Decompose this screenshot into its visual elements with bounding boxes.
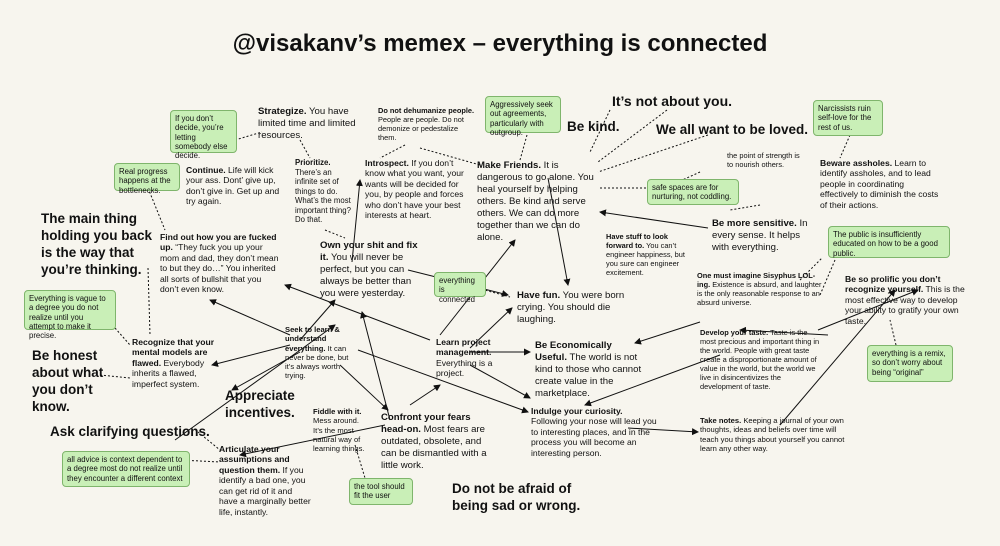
- node-indulge-curiosity: Indulge your curiosity. Following your n…: [531, 406, 657, 458]
- node-seek-to-learn: Seek to learn & understand everything. I…: [285, 325, 349, 381]
- node-dehumanize: Do not dehumanize people. People are peo…: [378, 106, 475, 143]
- node-strategize: Strategize. You have limited time and li…: [258, 106, 356, 141]
- node-recognize-models: Recognize that your mental models are fl…: [132, 337, 215, 389]
- link-arrow: [360, 311, 391, 421]
- note-safe-spaces: safe spaces are for nurturing, not coddl…: [647, 179, 739, 205]
- node-look-forward: Have stuff to look forward to. You can’t…: [606, 232, 685, 278]
- link-dotted: [234, 131, 263, 141]
- node-project-management: Learn project management. Everything is …: [436, 337, 493, 379]
- note-public: The public is insufficiently educated on…: [828, 226, 950, 258]
- statement-not-about-you: It’s not about you.: [612, 93, 733, 109]
- node-be-more-sensitive: Be more sensitive. In every sense. It he…: [712, 218, 808, 253]
- note-narcissists: Narcissists ruin self-love for the rest …: [813, 100, 883, 136]
- link-dotted: [799, 257, 823, 281]
- statement-loved: We all want to be loved.: [656, 122, 809, 137]
- link-arrow: [211, 344, 291, 367]
- link-arrow: [739, 326, 829, 336]
- link-arrow: [409, 384, 441, 406]
- link-arrow: [627, 427, 699, 436]
- link-arrow: [351, 179, 363, 263]
- link-arrow: [357, 349, 529, 414]
- link-dotted: [179, 459, 221, 463]
- link-arrow: [779, 289, 896, 426]
- node-strength: the point of strength is to nourish othe…: [727, 151, 800, 170]
- link-dotted: [889, 319, 897, 346]
- node-make-friends: Make Friends. It is dangerous to go alon…: [477, 160, 594, 243]
- node-find-out-fucked-up: Find out how you are fucked up. “They fu…: [160, 232, 279, 295]
- link-arrow: [599, 209, 709, 229]
- node-be-prolific: Be so prolific you don’t recognize yours…: [845, 274, 965, 326]
- link-arrow: [584, 354, 721, 407]
- link-arrow: [547, 177, 571, 286]
- link-arrow: [817, 288, 919, 331]
- link-dotted: [114, 327, 131, 346]
- node-own-your-shit: Own your shit and fix it. You will never…: [320, 240, 418, 299]
- statement-clarifying: Ask clarifying questions.: [50, 424, 210, 439]
- node-confront-fears: Confront your fears head-on. Most fears …: [381, 412, 487, 471]
- link-dotted: [299, 139, 311, 159]
- link-dotted: [379, 144, 406, 159]
- link-arrow: [634, 321, 701, 345]
- node-fiddle: Fiddle with it. Mess around. It’s the mo…: [313, 407, 365, 453]
- node-prioritize: Prioritize. There’s an infinite set of t…: [295, 158, 351, 224]
- link-dotted: [839, 134, 851, 159]
- link-dotted: [147, 187, 166, 231]
- note-advice: all advice is context dependent to a deg…: [62, 451, 190, 487]
- node-take-notes: Take notes. Keeping a journal of your ow…: [700, 416, 845, 453]
- node-articulate-assumptions: Articulate your assumptions and question…: [219, 444, 311, 517]
- note-tool-fit: the tool should fit the user: [349, 478, 413, 505]
- link-arrow: [299, 299, 336, 341]
- node-have-fun: Have fun. You were born crying. You shou…: [517, 290, 625, 325]
- link-arrow: [469, 364, 531, 399]
- link-dotted: [597, 134, 709, 173]
- statement-be-honest: Be honest about what you don’t know.: [32, 348, 104, 414]
- link-dotted: [324, 229, 346, 239]
- node-introspect: Introspect. If you don’t know what you w…: [365, 158, 464, 221]
- node-economically-useful: Be Economically Useful. The world is not…: [535, 340, 642, 399]
- node-develop-taste: Develop your taste. Taste is the most pr…: [700, 328, 820, 392]
- link-dotted: [597, 109, 668, 163]
- link-dotted: [729, 204, 761, 211]
- note-remix: everything is a remix, so don’t worry ab…: [867, 345, 953, 382]
- link-dotted: [197, 431, 221, 451]
- note-progress: Real progress happens at the bottlenecks…: [114, 163, 180, 195]
- statement-be-kind: Be kind.: [567, 119, 620, 134]
- link-arrow: [239, 424, 386, 458]
- link-arrow: [284, 283, 431, 341]
- link-dotted: [519, 134, 528, 161]
- page-title: @visakanv’s memex – everything is connec…: [232, 30, 768, 57]
- link-dotted: [99, 374, 131, 379]
- link-arrow: [339, 364, 389, 411]
- note-everything-connected: everything is connected: [434, 272, 486, 304]
- note-vague: Everything is vague to a degree you do n…: [24, 290, 116, 340]
- link-arrow: [469, 307, 513, 349]
- link-arrow: [209, 299, 291, 336]
- note-decide: If you don’t decide, you’re letting some…: [170, 110, 237, 160]
- statement-incentives: Appreciate incentives.: [225, 388, 295, 420]
- link-dotted: [147, 267, 151, 336]
- node-beware-assholes: Beware assholes. Learn to identify assho…: [820, 158, 939, 210]
- node-continue: Continue. Life will kick your ass. Dont’…: [186, 165, 280, 207]
- link-dotted: [469, 285, 511, 298]
- link-dotted: [354, 444, 366, 479]
- note-aggressive: Aggressively seek out agreements, partic…: [485, 96, 561, 137]
- link-arrow: [174, 324, 336, 441]
- statement-main-thing: The main thing holding you back is the w…: [41, 211, 153, 277]
- node-sisyphus: One must imagine Sisyphus LOL-ing. Exist…: [697, 271, 822, 308]
- statement-not-afraid: Do not be afraid of being sad or wrong.: [452, 481, 581, 513]
